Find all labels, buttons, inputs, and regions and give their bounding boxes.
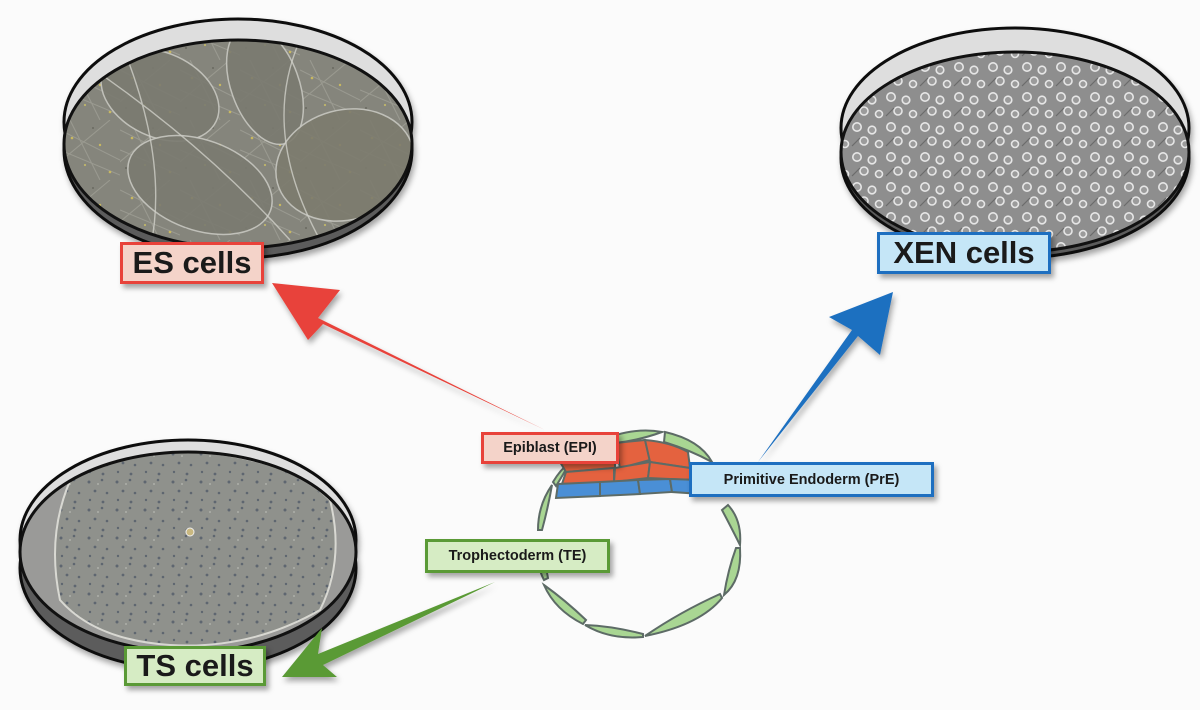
pre-to-xen-arrow [758,292,893,462]
xen-cells-micrograph [841,52,1189,252]
ts-cells-micrograph [20,452,356,652]
ts-cells-label-text: TS cells [136,648,254,683]
blastocyst [536,429,742,639]
es-cells-label: ES cells [120,242,264,284]
epi-to-es-arrow [272,283,545,430]
xen-cells-label-text: XEN cells [893,235,1035,270]
primitive-endoderm-cells [554,477,704,500]
ts-cells-label: TS cells [124,646,266,686]
te-to-ts-arrow [282,582,495,677]
trophectoderm-label-text: Trophectoderm (TE) [448,548,587,564]
epiblast-label-text: Epiblast (EPI) [503,440,597,456]
es-cells-label-text: ES cells [132,245,252,280]
primitive-endoderm-label-text: Primitive Endoderm (PrE) [723,471,900,488]
primitive-endoderm-label: Primitive Endoderm (PrE) [689,462,934,497]
epiblast-label: Epiblast (EPI) [481,432,619,464]
trophectoderm-label: Trophectoderm (TE) [425,539,610,573]
es-cells-micrograph [64,40,412,248]
xen-cells-label: XEN cells [877,232,1051,274]
trophectoderm-cells [536,429,742,639]
